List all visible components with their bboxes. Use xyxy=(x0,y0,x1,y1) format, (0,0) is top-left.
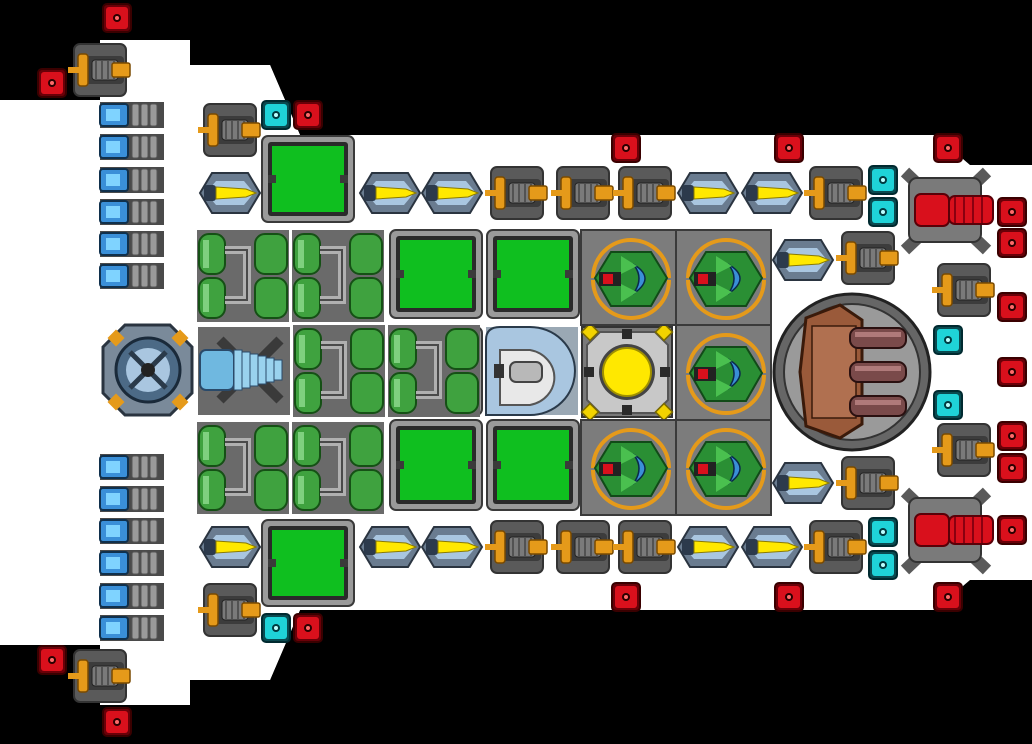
storage-block[interactable] xyxy=(261,135,355,223)
laser-turret[interactable] xyxy=(420,526,484,568)
cannon-turret[interactable] xyxy=(613,166,676,220)
thruster[interactable] xyxy=(99,486,164,512)
armor-node[interactable] xyxy=(774,582,804,612)
fuel-tank-cluster xyxy=(293,325,480,417)
storage-block[interactable] xyxy=(389,419,483,511)
cannon-turret[interactable] xyxy=(551,166,614,220)
shield-emitter[interactable] xyxy=(868,165,898,195)
hangar-bay[interactable] xyxy=(675,229,772,326)
missile-pod[interactable] xyxy=(900,487,994,575)
missile-launcher[interactable] xyxy=(198,327,290,415)
armor-node[interactable] xyxy=(997,292,1027,322)
cannon-turret[interactable] xyxy=(485,166,548,220)
laser-turret[interactable] xyxy=(676,172,740,214)
armor-node[interactable] xyxy=(102,3,132,33)
thruster[interactable] xyxy=(99,263,164,289)
armor-node[interactable] xyxy=(997,197,1027,227)
missile-pod[interactable] xyxy=(900,167,994,255)
thruster[interactable] xyxy=(99,518,164,544)
cannon-turret[interactable] xyxy=(68,43,131,97)
laser-turret[interactable] xyxy=(740,172,804,214)
armor-node[interactable] xyxy=(933,582,963,612)
armor-node[interactable] xyxy=(774,133,804,163)
thruster[interactable] xyxy=(99,454,164,480)
cannon-turret[interactable] xyxy=(613,520,676,574)
thruster[interactable] xyxy=(99,583,164,609)
cannon-turret[interactable] xyxy=(68,649,131,703)
shield-emitter[interactable] xyxy=(868,550,898,580)
shield-emitter[interactable] xyxy=(868,197,898,227)
shield-emitter[interactable] xyxy=(261,613,291,643)
laser-turret[interactable] xyxy=(420,172,484,214)
armor-node[interactable] xyxy=(997,357,1027,387)
cannon-turret[interactable] xyxy=(836,456,899,510)
armor-node[interactable] xyxy=(293,100,323,130)
armor-node[interactable] xyxy=(611,582,641,612)
cannon-turret[interactable] xyxy=(485,520,548,574)
armor-node[interactable] xyxy=(997,421,1027,451)
armor-node[interactable] xyxy=(293,613,323,643)
armor-node[interactable] xyxy=(37,645,67,675)
armor-node[interactable] xyxy=(102,707,132,737)
cannon-turret[interactable] xyxy=(198,103,261,157)
fuel-tank-cluster xyxy=(197,230,384,322)
hangar-bay[interactable] xyxy=(675,324,772,421)
laser-turret[interactable] xyxy=(771,462,835,504)
laser-turret[interactable] xyxy=(198,526,262,568)
thruster[interactable] xyxy=(99,134,164,160)
storage-block[interactable] xyxy=(486,229,580,319)
laser-turret[interactable] xyxy=(676,526,740,568)
thruster[interactable] xyxy=(99,615,164,641)
thruster[interactable] xyxy=(99,199,164,225)
shield-emitter[interactable] xyxy=(261,100,291,130)
thruster[interactable] xyxy=(99,231,164,257)
cannon-turret[interactable] xyxy=(804,166,867,220)
armor-node[interactable] xyxy=(997,228,1027,258)
thruster[interactable] xyxy=(99,102,164,128)
hangar-bay[interactable] xyxy=(580,229,677,326)
storage-block[interactable] xyxy=(486,419,580,511)
cannon-turret[interactable] xyxy=(836,231,899,285)
shield-emitter[interactable] xyxy=(868,517,898,547)
cannon-turret[interactable] xyxy=(551,520,614,574)
cannon-turret[interactable] xyxy=(932,263,995,317)
armor-node[interactable] xyxy=(611,133,641,163)
cannon-turret[interactable] xyxy=(198,583,261,637)
fuel-tank-cluster xyxy=(197,422,384,514)
storage-block[interactable] xyxy=(389,229,483,319)
armor-node[interactable] xyxy=(997,515,1027,545)
heavy-rail-cannon[interactable] xyxy=(772,292,932,452)
laser-turret[interactable] xyxy=(771,239,835,281)
hangar-bay[interactable] xyxy=(580,419,677,516)
shield-emitter[interactable] xyxy=(933,390,963,420)
laser-turret[interactable] xyxy=(358,526,422,568)
shield-emitter[interactable] xyxy=(933,325,963,355)
cockpit[interactable] xyxy=(485,326,578,416)
laser-turret[interactable] xyxy=(740,526,804,568)
cannon-turret[interactable] xyxy=(804,520,867,574)
armor-node[interactable] xyxy=(933,133,963,163)
cannon-turret[interactable] xyxy=(932,423,995,477)
laser-turret[interactable] xyxy=(358,172,422,214)
thruster[interactable] xyxy=(99,167,164,193)
laser-turret[interactable] xyxy=(198,172,262,214)
storage-block[interactable] xyxy=(261,519,355,607)
armor-node[interactable] xyxy=(37,68,67,98)
reactor-core[interactable] xyxy=(580,322,674,422)
armor-node[interactable] xyxy=(997,453,1027,483)
sensor-hub[interactable] xyxy=(101,323,194,417)
hangar-bay[interactable] xyxy=(675,419,772,516)
thruster[interactable] xyxy=(99,550,164,576)
